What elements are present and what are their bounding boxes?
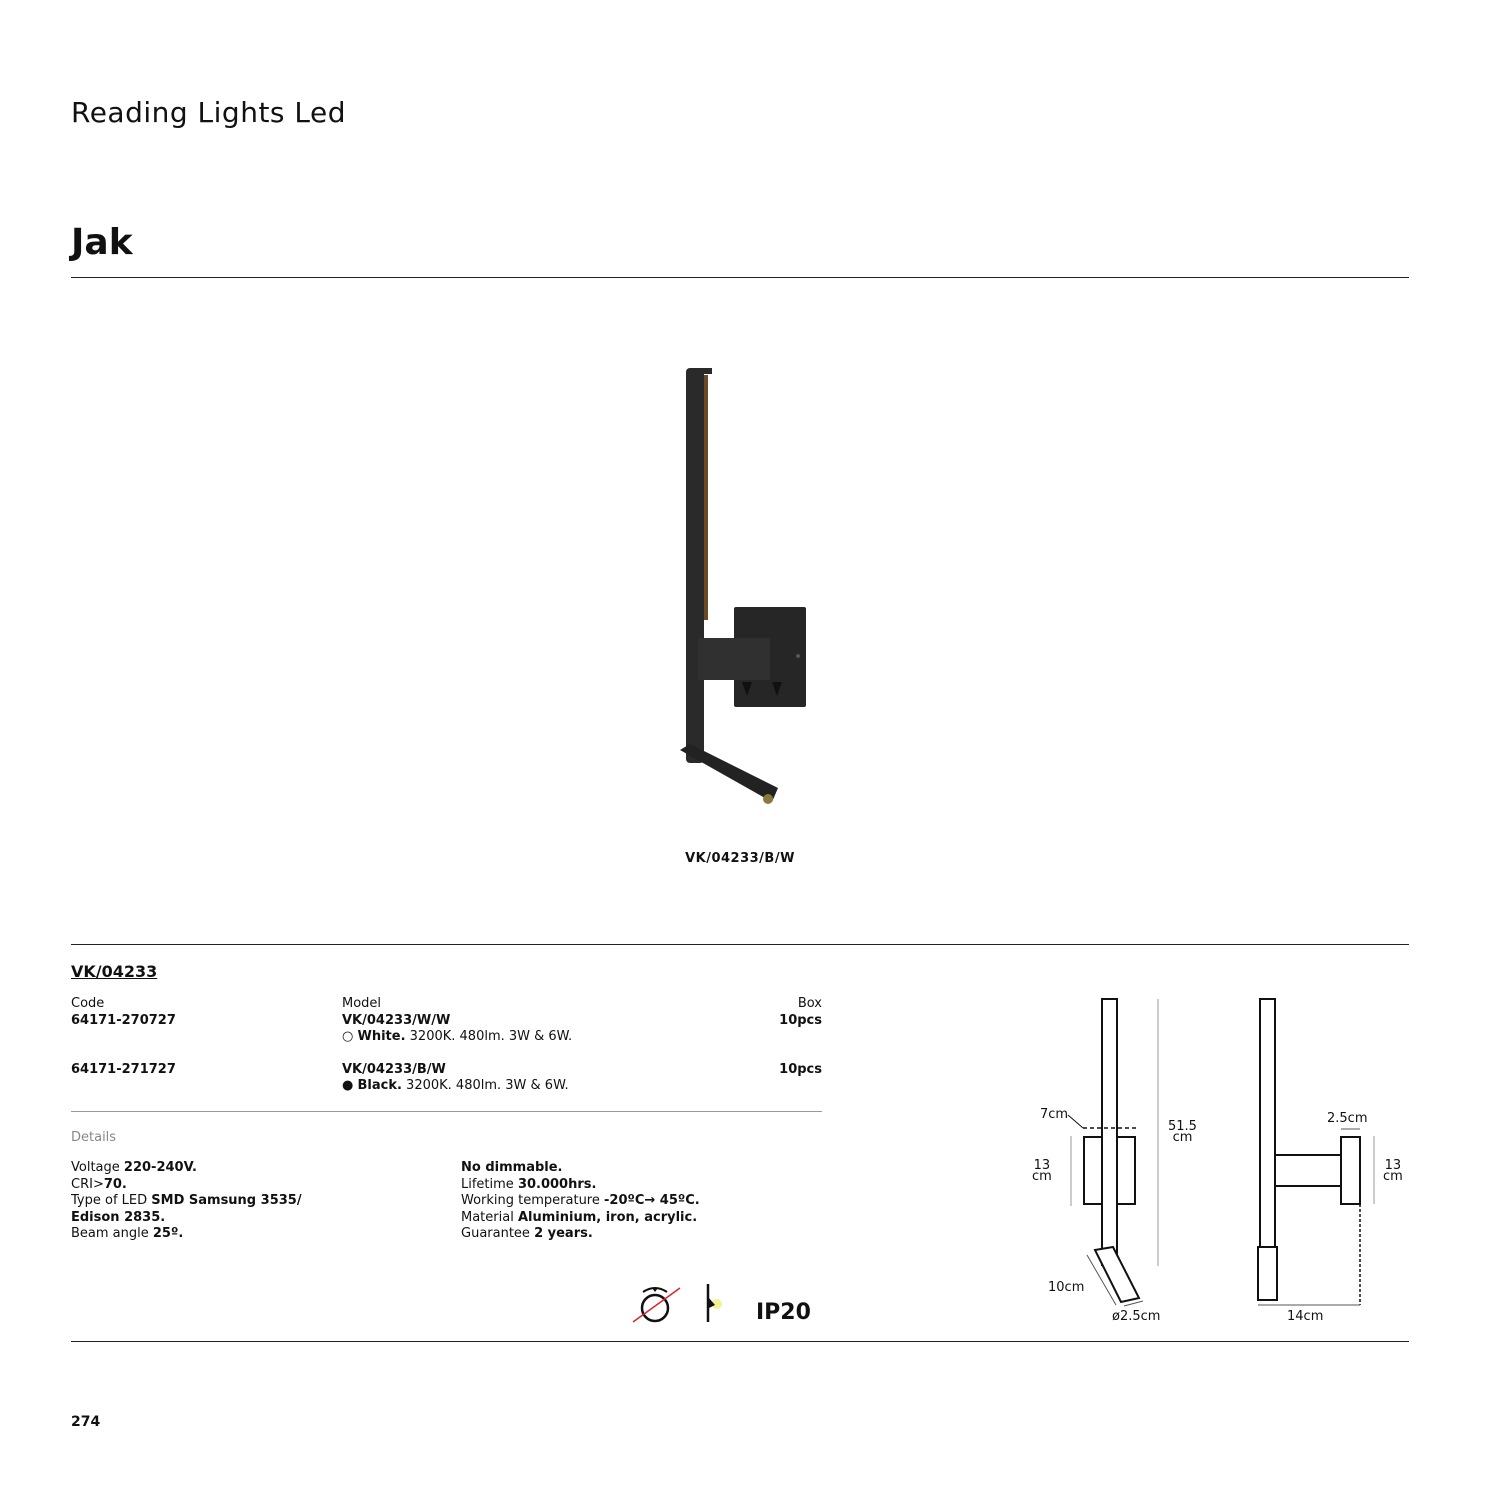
image-caption: VK/04233/B/W bbox=[685, 851, 795, 866]
details-right: No dimmable. Lifetime 30.000hrs. Working… bbox=[461, 1160, 700, 1243]
dim-unit: cm bbox=[1172, 1130, 1193, 1145]
product-title: Jak bbox=[71, 222, 133, 263]
dim-value: 13 bbox=[1384, 1158, 1402, 1173]
col-header-box: Box bbox=[797, 996, 822, 1011]
dim-value: 51.5 bbox=[1168, 1119, 1197, 1134]
finish-spec: 3200K. 480lm. 3W & 6W. bbox=[405, 1029, 573, 1044]
detail-value: 70. bbox=[103, 1176, 127, 1192]
details-left: Voltage 220-240V. CRI>70. Type of LED SM… bbox=[71, 1160, 302, 1243]
dim-unit: cm bbox=[1032, 1169, 1052, 1184]
ip-rating: IP20 bbox=[756, 1300, 811, 1325]
dim-projection: 14cm bbox=[1287, 1309, 1324, 1324]
dim-value: 13 bbox=[1033, 1158, 1051, 1173]
detail-key: Material bbox=[461, 1209, 518, 1225]
detail-value: 2 years. bbox=[534, 1226, 593, 1241]
row-model: VK/04233/B/W bbox=[342, 1062, 446, 1077]
detail-key: Lifetime bbox=[461, 1176, 518, 1192]
row-box: 10pcs bbox=[779, 1062, 822, 1077]
detail-key: Guarantee bbox=[461, 1226, 535, 1241]
detail-key: Voltage bbox=[71, 1160, 124, 1175]
detail-key: Working temperature bbox=[461, 1193, 604, 1208]
row-code: 64171-270727 bbox=[71, 1013, 176, 1028]
detail-key: Type of LED bbox=[71, 1193, 152, 1208]
detail-value: -20ºC→ 45ºC. bbox=[604, 1193, 700, 1208]
category-heading: Reading Lights Led bbox=[71, 96, 347, 129]
col-header-code: Code bbox=[71, 996, 105, 1011]
product-reference: VK/04233 bbox=[71, 962, 158, 981]
white-swatch-icon: ○ bbox=[342, 1029, 354, 1044]
divider bbox=[71, 277, 1409, 278]
detail-value: 220-240V. bbox=[123, 1160, 197, 1175]
row-finish: ○ White. 3200K. 480lm. 3W & 6W. bbox=[342, 1029, 572, 1046]
row-finish: ● Black. 3200K. 480lm. 3W & 6W. bbox=[342, 1078, 569, 1095]
black-swatch-icon: ● bbox=[342, 1078, 354, 1093]
detail-value: SMD Samsung 3535/ bbox=[151, 1193, 302, 1208]
dim-head-diameter: ø2.5cm bbox=[1112, 1309, 1161, 1324]
row-model: VK/04233/W/W bbox=[342, 1013, 451, 1028]
dimension-drawing bbox=[1067, 998, 1375, 1307]
divider bbox=[71, 1111, 822, 1112]
finish-spec: 3200K. 480lm. 3W & 6W. bbox=[401, 1078, 569, 1093]
row-box: 10pcs bbox=[779, 1013, 822, 1028]
detail-value: 30.000hrs. bbox=[517, 1176, 597, 1192]
detail-value: Edison 2835. bbox=[71, 1209, 166, 1225]
row-code: 64171-271727 bbox=[71, 1062, 176, 1077]
dim-base-width: 7cm bbox=[1040, 1107, 1069, 1122]
details-label: Details bbox=[71, 1130, 117, 1145]
dim-plate-depth: 2.5cm bbox=[1327, 1111, 1368, 1126]
col-header-model: Model bbox=[342, 996, 382, 1011]
detail-key: CRI> bbox=[71, 1176, 104, 1192]
detail-value: 25º. bbox=[152, 1226, 184, 1241]
detail-value: No dimmable. bbox=[461, 1160, 563, 1175]
product-photo bbox=[680, 368, 806, 804]
divider bbox=[71, 944, 1409, 945]
wall-mount-icon bbox=[706, 1284, 722, 1322]
dim-head-length: 10cm bbox=[1048, 1280, 1085, 1295]
detail-key: Beam angle bbox=[71, 1226, 153, 1241]
dim-unit: cm bbox=[1383, 1169, 1403, 1184]
detail-value: Aluminium, iron, acrylic. bbox=[517, 1209, 698, 1225]
divider bbox=[71, 1341, 1409, 1342]
finish-name: Black. bbox=[357, 1078, 402, 1093]
no-dimmer-icon bbox=[632, 1287, 681, 1323]
finish-name: White. bbox=[357, 1029, 406, 1044]
page-number: 274 bbox=[71, 1414, 101, 1430]
